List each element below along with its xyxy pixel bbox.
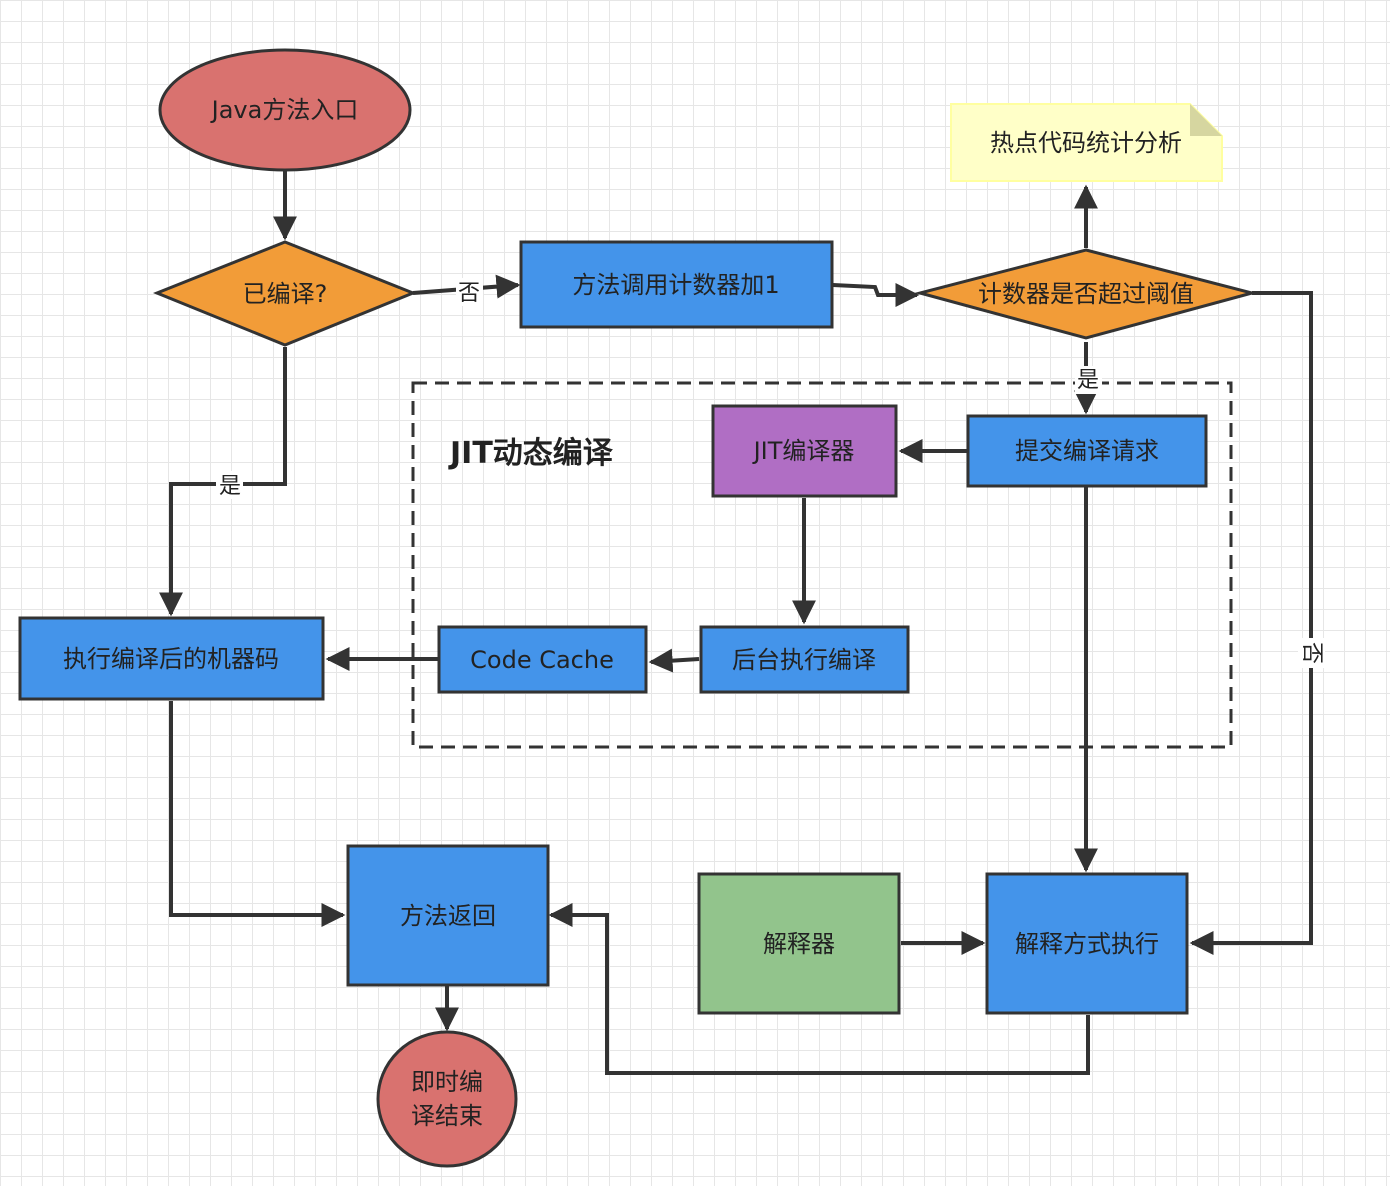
interpreter-node[interactable]: 解释器 — [697, 872, 901, 1015]
threshold-decision-node[interactable]: 计数器是否超过阈值 — [914, 248, 1258, 340]
edge-label-yes-1-group: 是 — [1075, 366, 1102, 394]
edge-background-to-codecache — [648, 648, 700, 673]
end-label-line1: 即时编 — [411, 1068, 483, 1096]
counter-increment-node[interactable]: 方法调用计数器加1 — [519, 240, 834, 329]
jit-group-title: JIT动态编译 — [448, 436, 614, 471]
end-label-line2: 译结束 — [411, 1102, 483, 1130]
counter-increment-label: 方法调用计数器加1 — [572, 271, 779, 299]
interpret-execute-node[interactable]: 解释方式执行 — [985, 872, 1189, 1015]
edge-label-no-1: 否 — [458, 281, 480, 306]
submit-request-label: 提交编译请求 — [1015, 437, 1159, 465]
threshold-decision-label: 计数器是否超过阈值 — [978, 280, 1194, 308]
edge-label-no-1-group: 否 — [456, 278, 483, 306]
edge-threshold-no-to-interpret — [1189, 291, 1313, 955]
edge-label-yes-1: 是 — [1077, 368, 1099, 393]
edge-label-no-2-group: 否 — [1298, 638, 1325, 668]
interpret-execute-label: 解释方式执行 — [1015, 930, 1159, 958]
edge-execute-to-return — [169, 701, 346, 927]
compiled-decision-label: 已编译? — [243, 280, 328, 308]
execute-machine-code-label: 执行编译后的机器码 — [63, 645, 279, 673]
submit-request-node[interactable]: 提交编译请求 — [966, 414, 1208, 488]
hotspot-note-node[interactable]: 热点代码统计分析 — [950, 103, 1223, 182]
background-compile-label: 后台执行编译 — [732, 646, 876, 674]
java-entry-node[interactable]: Java方法入口 — [158, 48, 412, 172]
execute-machine-code-node[interactable]: 执行编译后的机器码 — [18, 616, 325, 701]
jit-compiler-node[interactable]: JIT编译器 — [711, 404, 898, 498]
jit-compiler-label: JIT编译器 — [752, 437, 855, 465]
edge-label-no-2: 否 — [1299, 642, 1324, 664]
method-return-node[interactable]: 方法返回 — [346, 844, 550, 987]
edge-label-yes-2-group: 是 — [216, 471, 243, 499]
edge-counter-to-threshold — [832, 283, 920, 307]
end-node[interactable]: 即时编 译结束 — [376, 1030, 518, 1168]
hotspot-note-label: 热点代码统计分析 — [990, 129, 1182, 157]
edge-interpret-to-return — [548, 903, 1090, 1075]
java-entry-label: Java方法入口 — [210, 96, 359, 124]
compiled-decision-node[interactable]: 已编译? — [152, 240, 418, 347]
method-return-label: 方法返回 — [400, 902, 496, 930]
interpreter-label: 解释器 — [763, 930, 835, 958]
code-cache-node[interactable]: Code Cache — [437, 625, 648, 694]
background-compile-node[interactable]: 后台执行编译 — [699, 625, 910, 694]
code-cache-label: Code Cache — [470, 646, 614, 674]
edge-label-yes-2: 是 — [219, 474, 241, 499]
jit-group-boundary — [411, 381, 1233, 749]
